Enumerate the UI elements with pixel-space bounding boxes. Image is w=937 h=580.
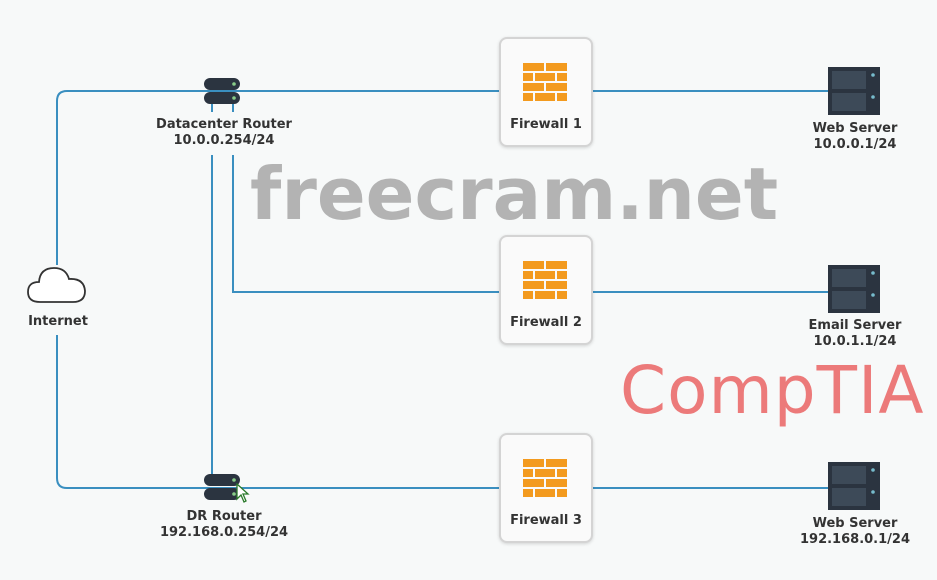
link-internet-datacenter [56, 90, 500, 265]
server-icon [828, 67, 880, 115]
firewall-brick-icon [523, 261, 567, 299]
firewall-brick-icon [523, 459, 567, 497]
firewall-label: Firewall 1 [510, 117, 582, 132]
link-internet-dr [56, 335, 500, 489]
cloud-icon [27, 267, 86, 303]
mouse-cursor-icon [236, 483, 250, 503]
firewall-label: Firewall 3 [510, 513, 582, 528]
server-name: Web Server [812, 516, 898, 531]
dr-router-node[interactable] [203, 473, 241, 507]
server-name: Email Server [808, 318, 902, 333]
router-name: DR Router [186, 509, 262, 524]
internet-node[interactable] [26, 262, 88, 310]
server-name: Web Server [812, 121, 898, 136]
server-ip: 10.0.1.1/24 [813, 334, 897, 349]
internet-label: Internet [28, 314, 88, 329]
firewall-2[interactable]: Firewall 2 [499, 235, 593, 345]
router-ip: 192.168.0.254/24 [159, 525, 289, 540]
router-ip: 10.0.0.254/24 [173, 133, 275, 148]
firewall-1[interactable]: Firewall 1 [499, 37, 593, 147]
router-icon [204, 474, 240, 500]
firewall-brick-icon [523, 63, 567, 101]
firewall-label: Firewall 2 [510, 315, 582, 330]
server-icon [828, 462, 880, 510]
server-ip: 10.0.0.1/24 [813, 137, 897, 152]
datacenter-router-node[interactable] [203, 77, 241, 111]
server-icon [828, 265, 880, 313]
router-name: Datacenter Router [156, 117, 292, 132]
link-datacenter-fw2 [232, 155, 500, 293]
comptia-watermark: CompTIA [620, 352, 925, 429]
email-server[interactable] [828, 265, 880, 317]
web-server-1[interactable] [828, 67, 880, 119]
server-ip: 192.168.0.1/24 [799, 532, 911, 547]
freecram-watermark: freecram.net [250, 152, 779, 236]
web-server-2[interactable] [828, 462, 880, 514]
firewall-3[interactable]: Firewall 3 [499, 433, 593, 543]
router-icon [204, 78, 240, 104]
